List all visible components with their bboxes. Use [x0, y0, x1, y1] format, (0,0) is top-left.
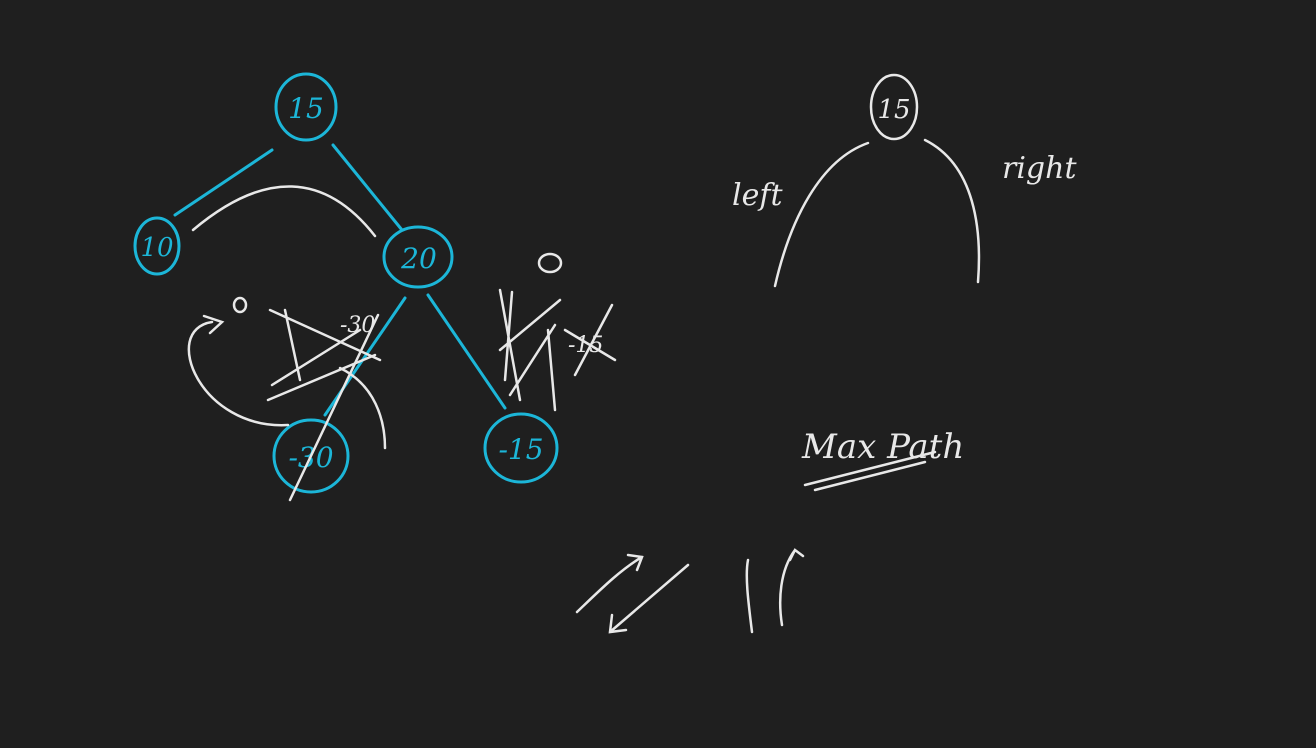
- tree-node-10-label: 10: [140, 233, 173, 263]
- scribble-right-label: -15: [568, 333, 603, 358]
- arrow-up-right: [575, 553, 644, 614]
- tree-node-20-label: 20: [400, 242, 437, 275]
- arrow-down-left: [608, 563, 690, 634]
- zero-left-circle: [232, 296, 248, 314]
- tree-edge-20-minus15: [426, 293, 507, 410]
- tree-annotations: [187, 185, 617, 502]
- scribble-left-label: -30: [340, 313, 375, 338]
- binary-tree: [133, 72, 559, 494]
- heading-underline: [803, 450, 937, 492]
- tree-node-minus15-label: -15: [498, 433, 543, 466]
- tree-node-minus15: [483, 412, 559, 484]
- tree-node-20: [382, 225, 454, 289]
- left-label: left: [732, 178, 783, 213]
- tree-node-minus30: [272, 418, 350, 494]
- tree-node-10: [133, 216, 181, 276]
- right-subtree-arc: [923, 138, 981, 284]
- left-subtree-arc: [773, 141, 870, 288]
- zero-right-circle: [537, 252, 563, 274]
- recursion-root-node: [869, 73, 919, 141]
- scribble-right-strike: [498, 288, 617, 412]
- scribble-left-strike: [266, 308, 382, 402]
- max-path-heading: Max Path: [801, 427, 964, 467]
- curve-right-of-minus30: [338, 366, 387, 450]
- bottom-arrows: [575, 548, 805, 634]
- arrow-up-left-pair: [745, 548, 805, 634]
- recursion-root-label: 15: [877, 95, 910, 125]
- right-label: right: [1002, 151, 1077, 186]
- tree-edge-15-20: [331, 143, 404, 232]
- tree-node-15: [274, 72, 338, 142]
- strike-through-minus30: [288, 313, 380, 502]
- return-loop-arrow: [187, 314, 290, 427]
- tree-node-15-label: 15: [288, 92, 324, 125]
- tree-edge-15-10: [173, 148, 274, 217]
- max-path-arc: [191, 185, 377, 238]
- recursion-sketch: [773, 73, 981, 288]
